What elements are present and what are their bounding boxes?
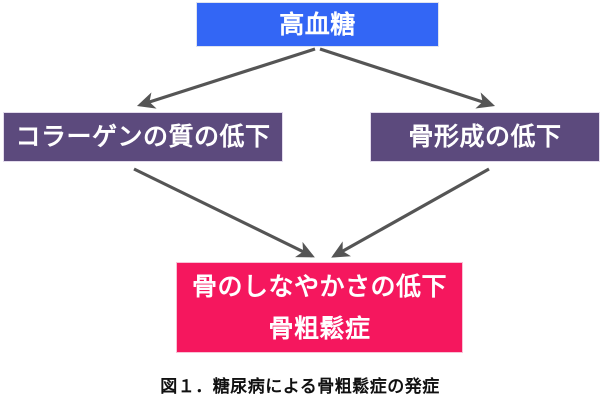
node-outcome-label-line2: 骨粗鬆症 bbox=[268, 313, 371, 343]
node-collagen-quality: コラーゲンの質の低下 bbox=[3, 112, 283, 162]
arrow-hyperglycemia-to-collagen bbox=[136, 47, 316, 109]
node-outcome-label-line1: 骨のしなやかさの低下 bbox=[191, 272, 447, 301]
node-hyperglycemia-label: 高血糖 bbox=[279, 9, 356, 39]
arrow-hyperglycemia-to-bone-formation bbox=[319, 47, 496, 109]
arrow-collagen-to-outcome bbox=[133, 167, 315, 258]
node-outcome: 骨のしなやかさの低下 骨粗鬆症 bbox=[176, 262, 463, 353]
figure-caption: 図１．糖尿病による骨粗鬆症の発症 bbox=[160, 377, 440, 397]
arrow-bone-formation-to-outcome bbox=[331, 167, 490, 258]
node-hyperglycemia: 高血糖 bbox=[196, 2, 439, 47]
node-collagen-quality-label: コラーゲンの質の低下 bbox=[15, 122, 271, 152]
node-bone-formation: 骨形成の低下 bbox=[370, 112, 600, 162]
node-bone-formation-label: 骨形成の低下 bbox=[408, 122, 562, 152]
